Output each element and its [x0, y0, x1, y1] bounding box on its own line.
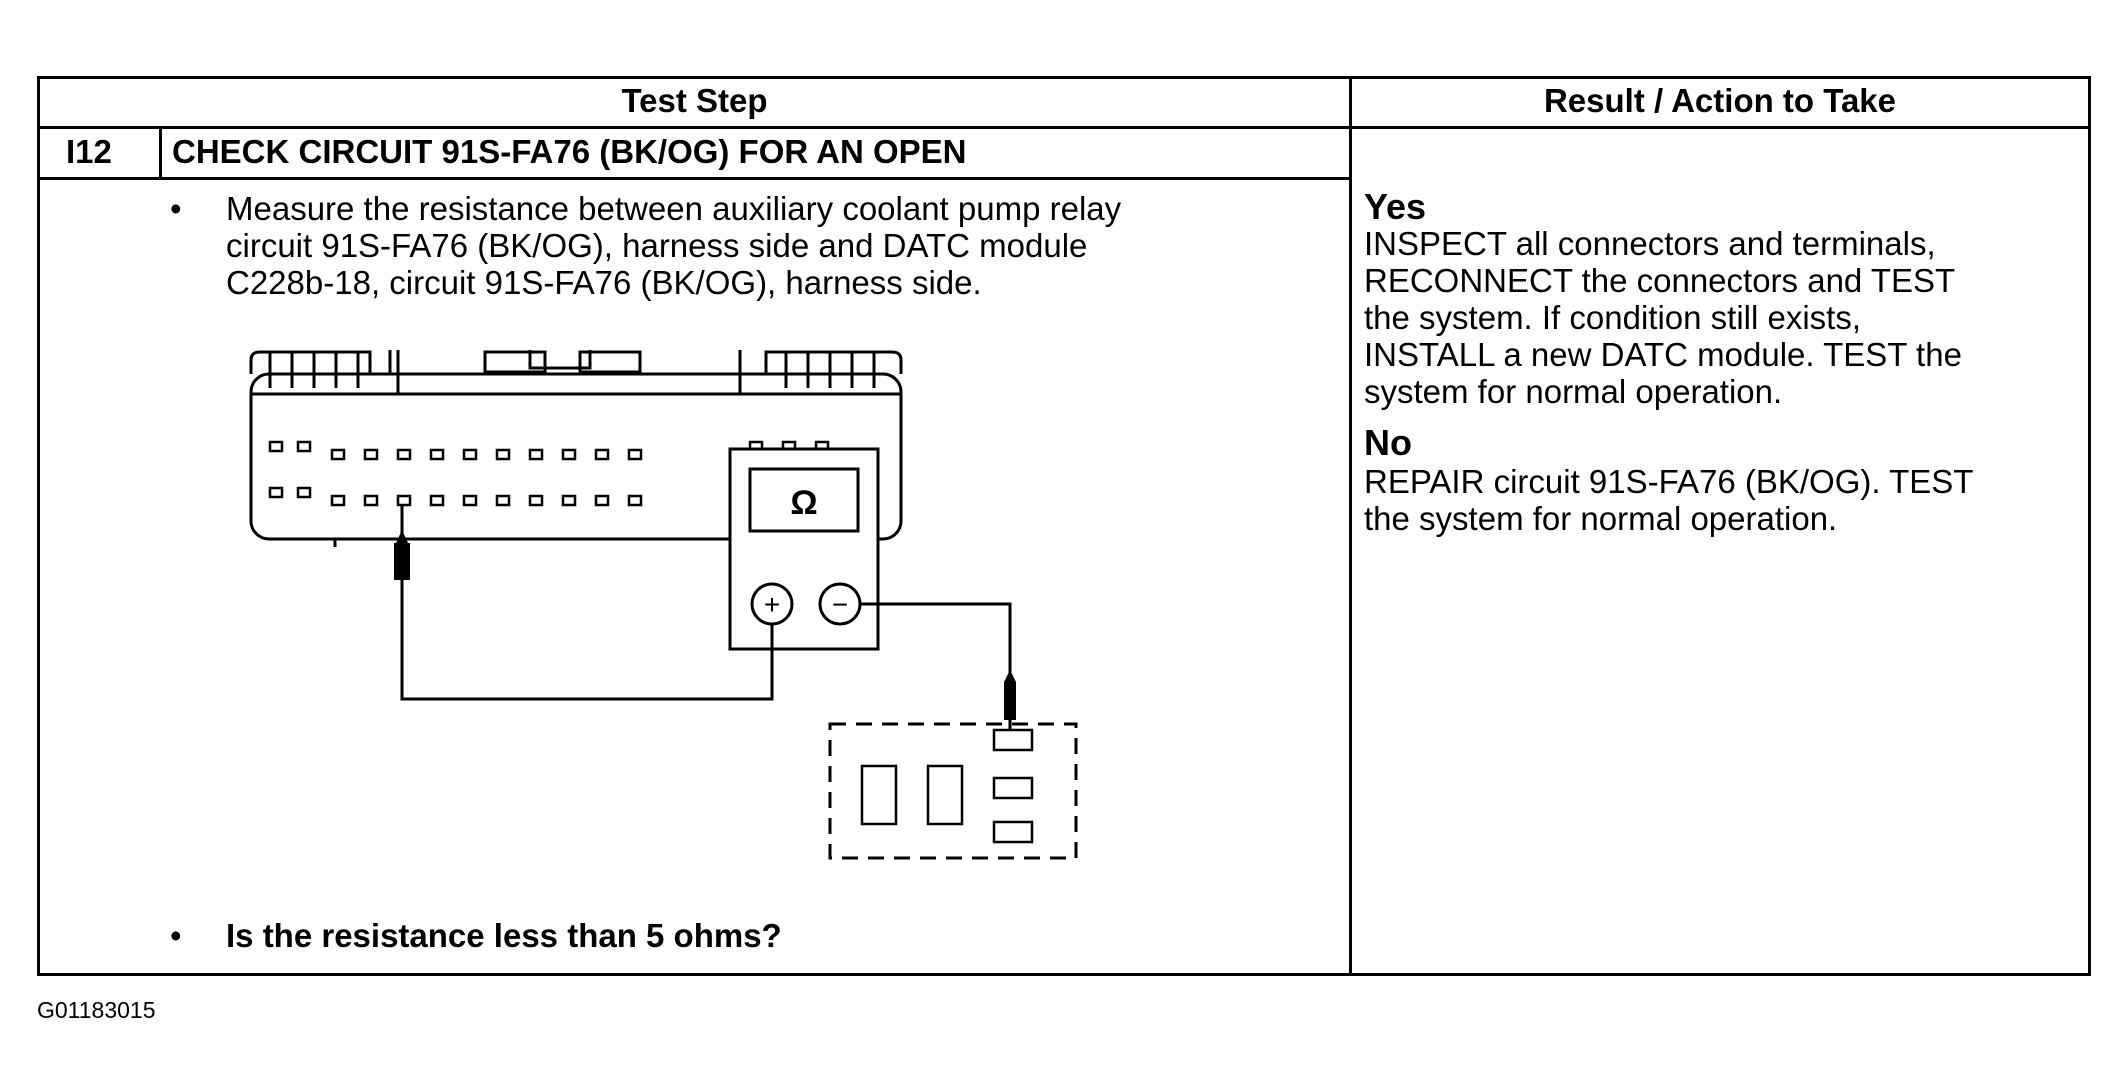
no-line-1: REPAIR circuit 91S-FA76 (BK/OG). TEST — [1364, 463, 1974, 500]
no-action: REPAIR circuit 91S-FA76 (BK/OG). TEST th… — [1364, 463, 2084, 537]
resistance-test-diagram: Ω + − — [249, 350, 1078, 860]
no-line-2: the system for normal operation. — [1364, 500, 1838, 537]
instruction-text: Measure the resistance between auxiliary… — [226, 190, 1336, 301]
yes-line-3: the system. If condition still exists, — [1364, 299, 1862, 336]
yes-line-2: RECONNECT the connectors and TEST — [1364, 262, 1956, 299]
minus-sign: − — [832, 589, 848, 620]
instruction-line-3: C228b-18, circuit 91S-FA76 (BK/OG), harn… — [226, 264, 982, 301]
coolant-pump-relay — [828, 722, 1078, 860]
header-result: Result / Action to Take — [1543, 82, 1897, 119]
probe-positive — [394, 505, 410, 580]
step-id: I12 — [66, 133, 112, 170]
header-test-step: Test Step — [621, 82, 768, 119]
bullet-dot: • — [170, 190, 182, 227]
yes-label: Yes — [1364, 186, 1427, 227]
column-divider — [1349, 76, 1352, 976]
figure-code: G01183015 — [37, 997, 156, 1023]
yes-line-1: INSPECT all connectors and terminals, — [1364, 225, 1936, 262]
instruction-line-1: Measure the resistance between auxiliary… — [226, 190, 1122, 227]
test-leads — [400, 580, 1012, 701]
probe-negative — [1004, 670, 1016, 730]
ohmmeter: Ω + − — [728, 447, 880, 651]
question-dot: • — [170, 917, 182, 954]
step-title-divider — [37, 177, 1351, 180]
step-id-divider — [159, 126, 162, 179]
yes-action: INSPECT all connectors and terminals, RE… — [1364, 225, 2084, 410]
yes-line-4: INSTALL a new DATC module. TEST the — [1364, 336, 1962, 373]
yes-line-5: system for normal operation. — [1364, 373, 1783, 410]
test-step-table — [37, 76, 2091, 976]
header-divider — [37, 126, 2091, 129]
step-title: CHECK CIRCUIT 91S-FA76 (BK/OG) FOR AN OP… — [172, 133, 967, 170]
plus-sign: + — [764, 589, 780, 620]
instruction-line-2: circuit 91S-FA76 (BK/OG), harness side a… — [226, 227, 1088, 264]
no-label: No — [1364, 422, 1412, 463]
question-text: Is the resistance less than 5 ohms? — [226, 917, 782, 954]
ohm-symbol: Ω — [790, 484, 817, 522]
